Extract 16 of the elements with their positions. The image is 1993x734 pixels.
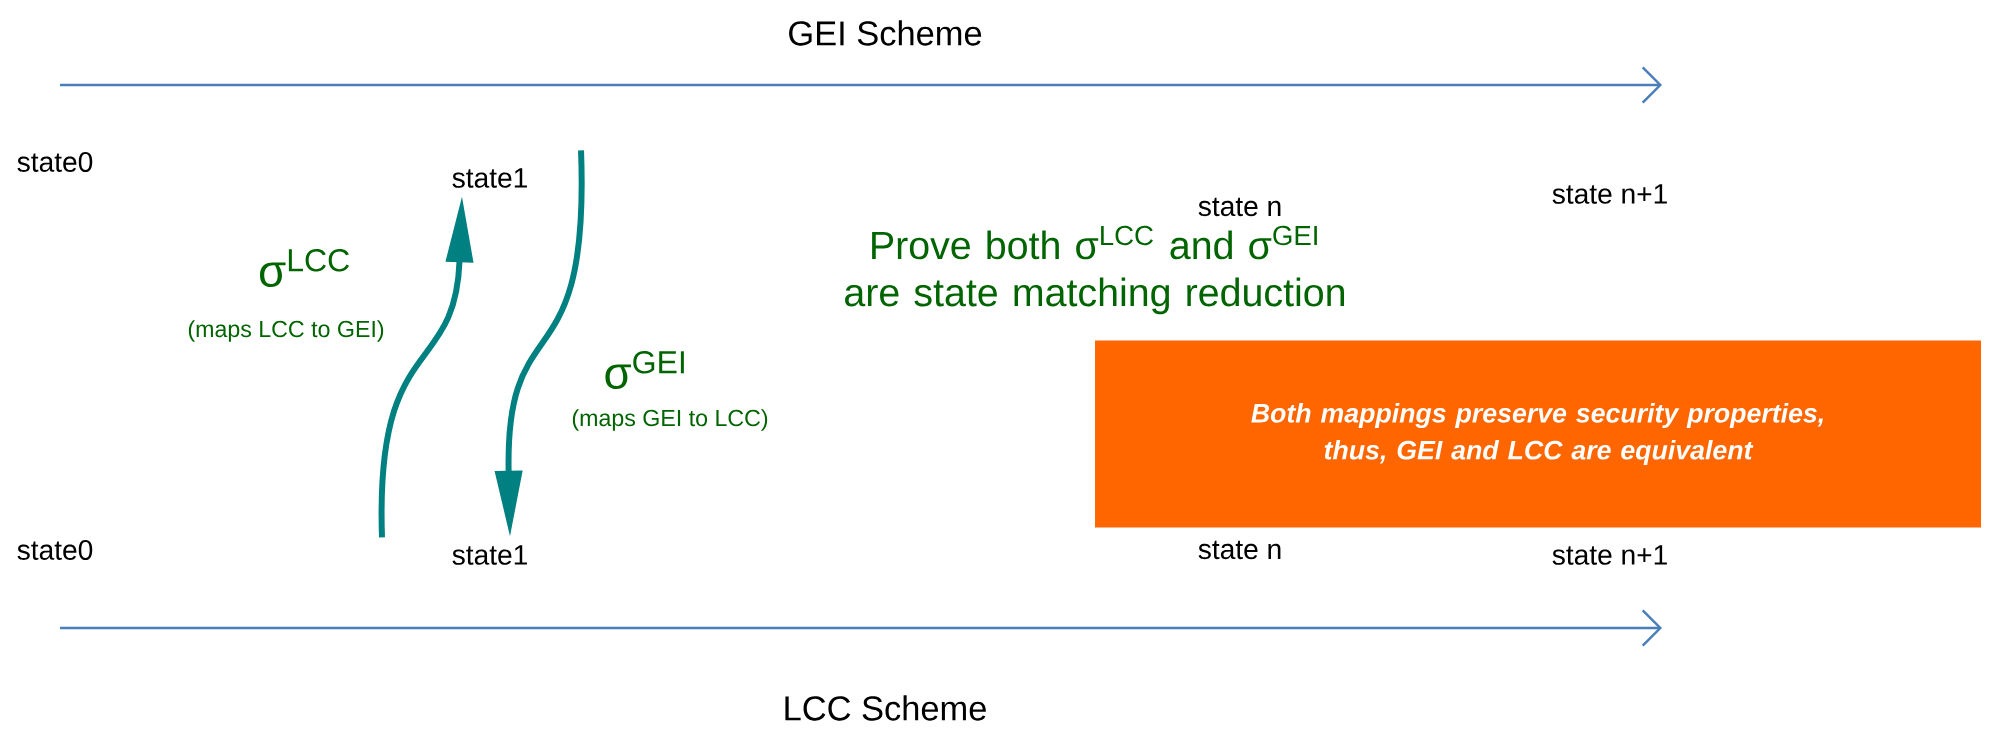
state-label: state n+1 — [1552, 184, 1667, 204]
state-label: state n — [1198, 197, 1281, 217]
state-label: state0 — [17, 540, 93, 560]
proof-note: Prove both σ$^{LCC}$ and σ$^{GEI}$ are state matching reduction — [845, 225, 1344, 315]
edge-label: σ$^{GEI}$ — [605, 350, 684, 390]
mapping-note: (maps GEI to LCC) — [572, 409, 768, 431]
scheme-title: GEI Scheme — [789, 20, 982, 46]
conclusion-box: Both mappings preserve security properties, thus, GEI and LCC are equivalent — [1095, 340, 1982, 528]
scheme-title: LCC Scheme — [785, 695, 986, 721]
edge-label: σ$^{LCC}$ — [260, 248, 349, 288]
state-label: state n — [1198, 540, 1281, 560]
mapping-note: (maps LCC to GEI) — [188, 320, 384, 342]
state-label: state n+1 — [1552, 545, 1667, 565]
state-label: state0 — [17, 152, 93, 172]
state-label: state1 — [452, 545, 527, 565]
state-label: state1 — [452, 168, 527, 188]
